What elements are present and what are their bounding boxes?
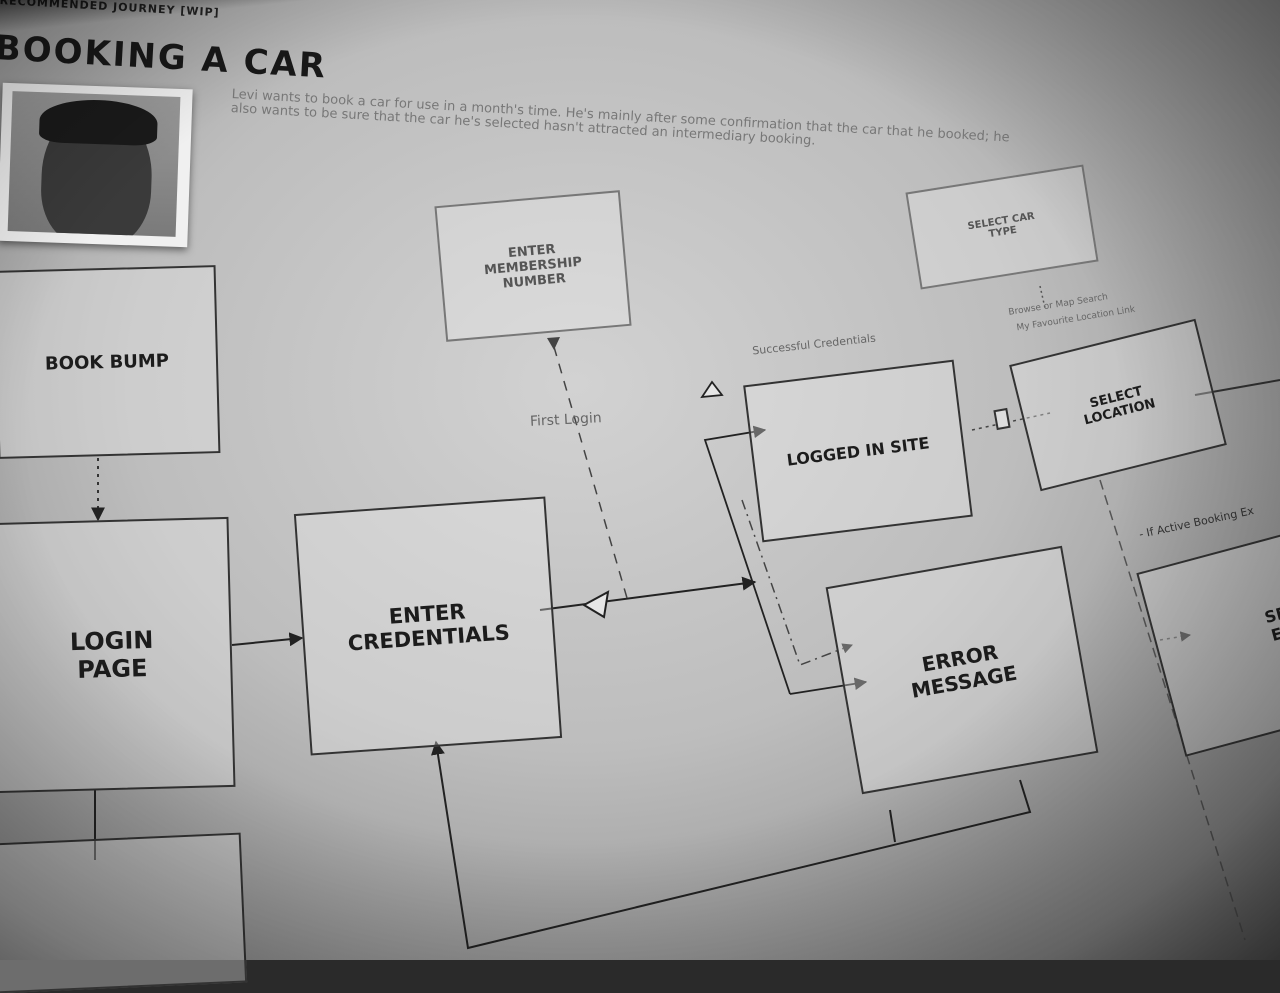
enter-credentials-box: ENTER CREDENTIALS (293, 496, 563, 756)
book-bump-box: BOOK BUMP (0, 265, 221, 459)
connector-login-credentials (231, 632, 304, 647)
connector-junction (993, 407, 1011, 431)
login-page-box: LOGIN PAGE (0, 516, 236, 794)
logged-in-site-box: LOGGED IN SITE (743, 359, 973, 543)
flow-connectors (91, 285, 1246, 941)
connector-error-down (889, 809, 896, 843)
connector-first-login (551, 339, 628, 599)
membership-arrowhead (547, 337, 560, 350)
lower-left-box (0, 832, 248, 993)
error-message-box: ERROR MESSAGE (825, 545, 1099, 795)
small-triangle (700, 380, 724, 399)
enter-membership-box: ENTER MEMBERSHIP NUMBER (434, 190, 632, 342)
connector-credentials-right (539, 576, 757, 611)
branch-triangle (581, 590, 610, 619)
